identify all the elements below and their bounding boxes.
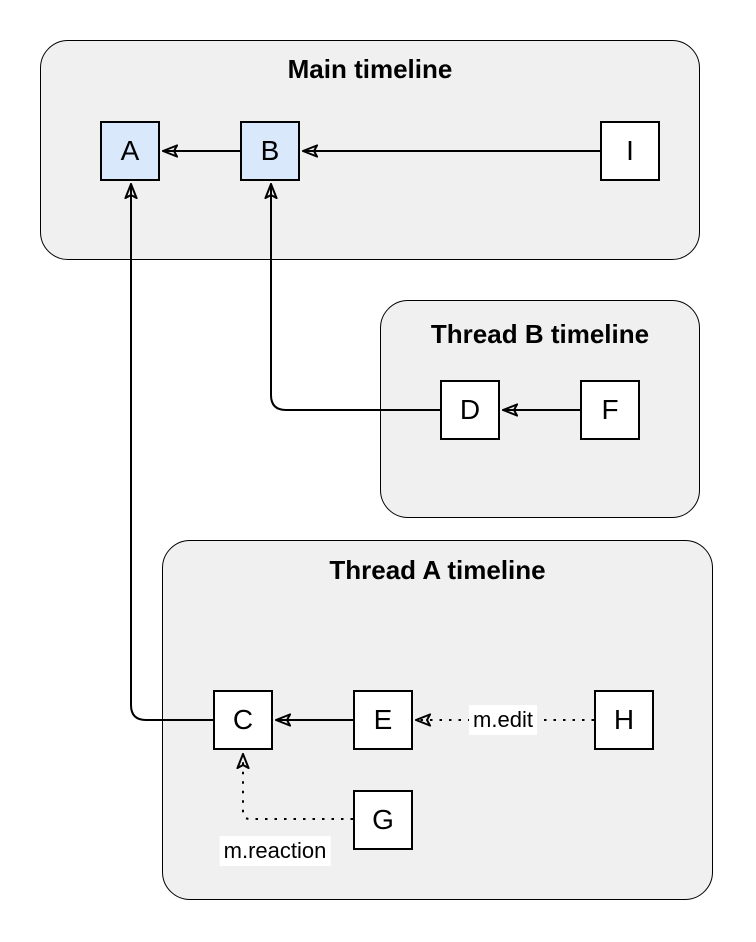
node-C: C	[213, 690, 273, 750]
node-B: B	[240, 121, 300, 181]
container-thread-b-timeline: Thread B timeline	[380, 300, 700, 518]
node-F-label: F	[601, 394, 619, 425]
node-H-label: H	[613, 704, 635, 735]
node-H: H	[594, 690, 654, 750]
node-E-label: E	[373, 704, 393, 735]
edge-label-m-edit: m.edit	[469, 705, 537, 735]
thread-a-timeline-title: Thread A timeline	[329, 555, 546, 585]
main-timeline-title: Main timeline	[287, 54, 453, 84]
node-C-label: C	[232, 704, 254, 735]
node-A: A	[100, 121, 160, 181]
node-I-label: I	[626, 135, 634, 166]
node-F: F	[580, 380, 640, 440]
edge-label-m-reaction: m.reaction	[219, 836, 331, 866]
thread-b-timeline-title: Thread B timeline	[430, 319, 650, 349]
node-E: E	[353, 690, 413, 750]
node-G-label: G	[372, 804, 394, 835]
node-A-label: A	[120, 135, 140, 166]
node-B-label: B	[260, 135, 280, 166]
node-I: I	[600, 121, 660, 181]
node-D: D	[440, 380, 500, 440]
node-D-label: D	[459, 394, 481, 425]
node-G: G	[353, 790, 413, 850]
